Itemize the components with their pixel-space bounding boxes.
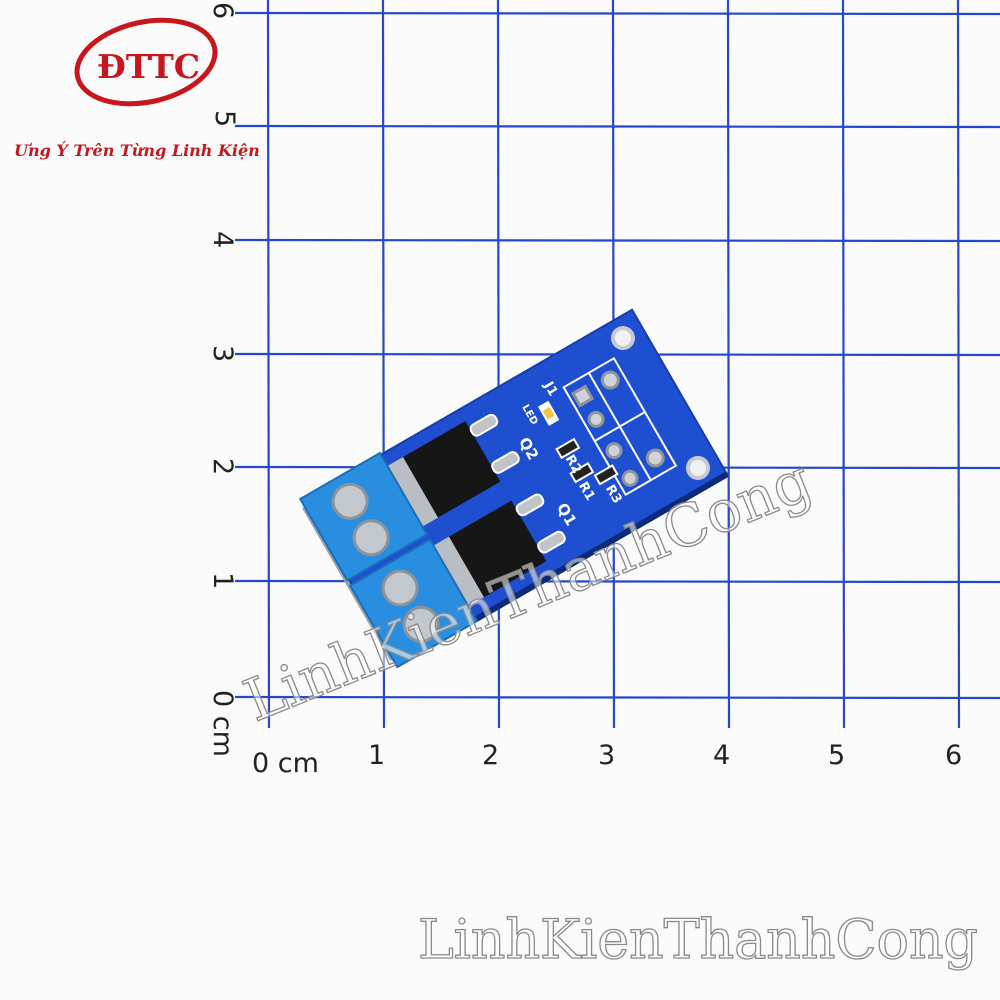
resistor-r2 [555, 437, 581, 460]
y-label-0: 0 cm [207, 690, 238, 757]
x-label-3: 3 [598, 740, 615, 771]
j1-header [562, 356, 678, 497]
grid-vertical-line [841, 0, 846, 729]
grid-horizontal-line [234, 695, 1000, 700]
logo-text: ĐTTC [97, 47, 200, 86]
grid-horizontal-line [234, 124, 1000, 129]
x-label-6: 6 [945, 740, 962, 771]
mosfet-module-board: J1 LED Q2 Q1 R2 R1 R3 [298, 308, 729, 669]
resistor-r1 [569, 461, 595, 484]
x-label-2: 2 [482, 740, 499, 771]
logo-slogan: Ưng Ý Trên Từng Linh Kiện [14, 140, 260, 160]
mosfet-q1 [433, 493, 566, 607]
mosfet-q2 [387, 413, 520, 527]
grid-vertical-line [956, 0, 961, 729]
grid-vertical-line [726, 0, 731, 729]
screw-icon [352, 519, 390, 557]
screw-icon [381, 569, 419, 607]
mount-hole [610, 326, 635, 351]
dttc-logo: ĐTTC Ưng Ý Trên Từng Linh Kiện [14, 17, 260, 160]
mount-hole [685, 455, 710, 480]
silk-j1: J1 [540, 379, 560, 399]
y-label-4: 4 [207, 231, 238, 248]
y-label-5: 5 [209, 110, 240, 127]
screw-icon [402, 605, 440, 643]
screw-icon [331, 482, 369, 520]
screw-terminal-top [298, 451, 429, 582]
y-label-1: 1 [207, 572, 238, 589]
bottom-watermark: LinhKienThanhCong [418, 908, 978, 971]
x-label-0: 0 cm [252, 748, 319, 779]
y-label-6: 6 [207, 2, 238, 19]
screw-terminal-bottom [348, 538, 479, 669]
y-axis-labels: 0 cm 1 2 3 4 5 6 [207, 2, 240, 757]
y-label-3: 3 [207, 345, 238, 362]
grid-horizontal-line [234, 238, 1000, 243]
x-label-4: 4 [713, 740, 730, 771]
x-axis-labels: 0 cm 1 2 3 4 5 6 [252, 740, 962, 779]
resistor-r3 [593, 464, 619, 486]
x-label-5: 5 [828, 740, 845, 771]
x-label-1: 1 [368, 740, 385, 771]
grid-vertical-line [266, 0, 271, 729]
y-label-2: 2 [207, 458, 238, 475]
grid-horizontal-line [234, 11, 1000, 16]
